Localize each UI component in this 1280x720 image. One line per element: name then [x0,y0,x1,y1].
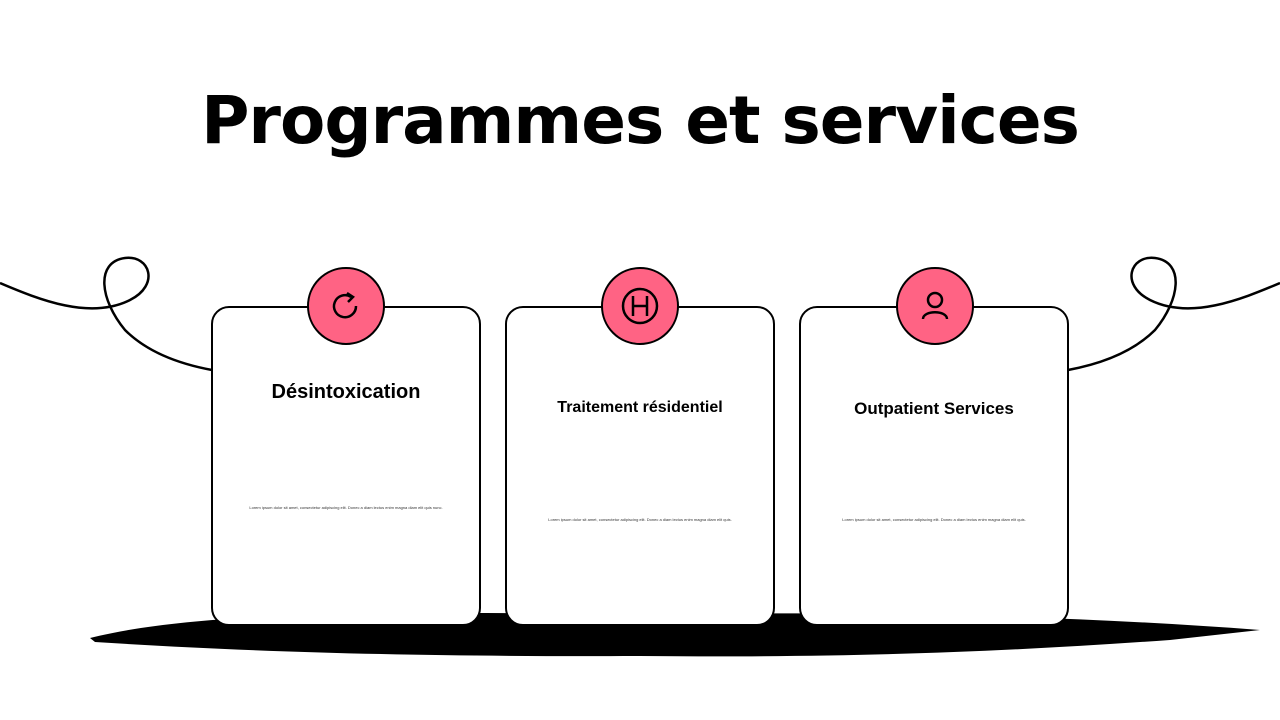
hospital-icon [601,267,679,345]
card-title: Outpatient Services [854,399,1014,418]
user-icon [896,267,974,345]
card-outpatient: Outpatient Services Lorem ipsum dolor si… [799,306,1069,626]
page-title: Programmes et services [201,82,1080,159]
card-title: Désintoxication [271,381,421,403]
card-body: Lorem ipsum dolor sit amet, consectetur … [548,517,732,522]
right-swirl [1067,256,1280,372]
card-detox: Désintoxication Lorem ipsum dolor sit am… [211,306,481,626]
card-body: Lorem ipsum dolor sit amet, consectetur … [842,517,1026,522]
card-title: Traitement résidentiel [557,399,723,416]
left-swirl [0,256,213,372]
card-body: Lorem ipsum dolor sit amet, consectetur … [249,505,443,510]
refresh-icon [307,267,385,345]
card-residential: Traitement résidentiel Lorem ipsum dolor… [505,306,775,626]
